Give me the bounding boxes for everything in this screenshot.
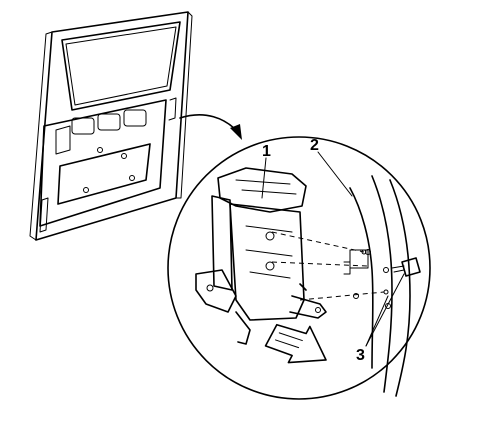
detail-view-circle	[167, 136, 431, 400]
rear-door-illustration	[29, 11, 193, 241]
callout-leaders	[261, 151, 405, 347]
door-frame-panel	[343, 175, 411, 397]
callout-1: 1	[262, 143, 271, 160]
install-direction-arrow	[264, 323, 327, 364]
callout-3: 3	[356, 347, 365, 364]
mounting-bolts	[271, 231, 421, 301]
door-lock-assembly	[195, 167, 327, 345]
callout-2: 2	[310, 137, 319, 154]
detail-pointer-arrow	[179, 114, 242, 140]
